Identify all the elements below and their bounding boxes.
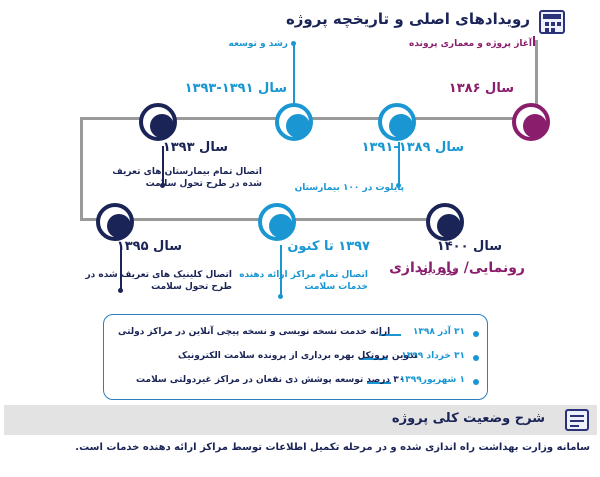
- year-1393: سال ۱۳۹۳: [162, 140, 228, 155]
- year-1400: سال ۱۴۰۰: [436, 239, 502, 254]
- node-1391-1393: [275, 103, 313, 141]
- milestone-row: ۱ شهریور۱۳۹۹ ۳۰ درصد توسعه پوشش ذی نفعان…: [118, 373, 479, 393]
- desc-1395: اتصال کلینیک های تعریف شده در طرح تحول س…: [85, 270, 232, 292]
- desc-1397: اتصال تمام مراکز ارائه دهنده خدمات سلامت: [239, 270, 368, 292]
- document-icon: [565, 409, 589, 431]
- status-text: سامانه وزارت بهداشت راه اندازی شده و در …: [75, 442, 590, 453]
- bullet-icon: [473, 355, 479, 361]
- page-title: رویدادهای اصلی و تاریخچه پروژه: [285, 10, 530, 28]
- launch-title: رونمایی/ راه اندازی: [389, 260, 525, 276]
- node-1397: [258, 203, 296, 241]
- desc-1400: فروردین: [419, 266, 458, 276]
- node-1395: [96, 203, 134, 241]
- node-1386: [512, 103, 550, 141]
- desc-1393: اتصال تمام بیمارستان های تعریف شده در طر…: [112, 167, 262, 189]
- desc-1386: آغاز پروژه و معماری پرونده: [409, 39, 532, 49]
- desc-1389-1391: پایلوت در ۱۰۰ بیمارستان: [294, 183, 404, 193]
- node-1393: [139, 103, 177, 141]
- milestone-row: ۳۱ آذر ۱۳۹۸ ارائه خدمت نسخه نویسی و نسخه…: [118, 325, 479, 345]
- node-1400: [426, 203, 464, 241]
- year-1389-1391: سال ۱۳۸۹-۱۳۹۱: [361, 140, 464, 155]
- bullet-icon: [473, 331, 479, 337]
- calendar-icon: [539, 10, 565, 34]
- status-title: شرح وضعیت کلی پروژه: [391, 411, 545, 426]
- status-section: شرح وضعیت کلی پروژه: [4, 405, 597, 435]
- year-1397: ۱۳۹۷ تا کنون: [287, 239, 370, 254]
- node-1389-1391: [378, 103, 416, 141]
- year-1386: سال ۱۳۸۶: [448, 81, 514, 96]
- year-1395: سال ۱۳۹۵: [116, 239, 182, 254]
- year-1391-1393: سال ۱۳۹۱-۱۳۹۳: [184, 81, 287, 96]
- milestones-box: ۳۱ آذر ۱۳۹۸ ارائه خدمت نسخه نویسی و نسخه…: [103, 314, 488, 400]
- desc-1391-1393: رشد و توسعه: [228, 39, 288, 49]
- bullet-icon: [473, 379, 479, 385]
- milestone-row: ۳۱ خرداد ۱۳۹۹ تدوین پروتکل بهره برداری ا…: [118, 349, 479, 369]
